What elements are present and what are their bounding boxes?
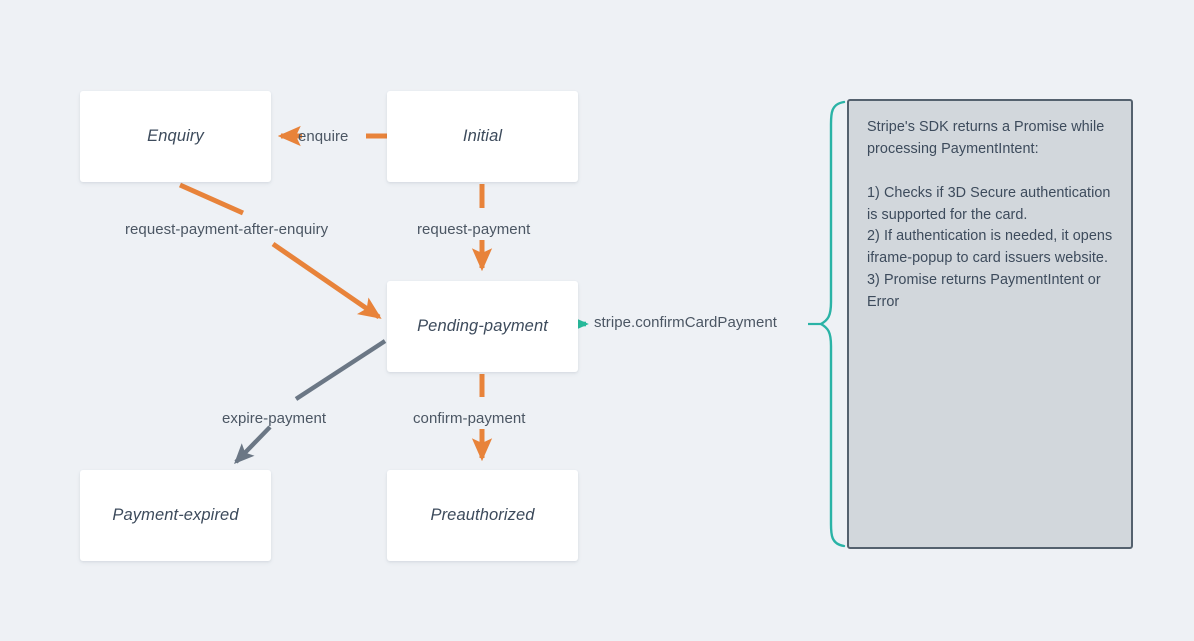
note-bracket [819, 100, 846, 548]
state-label-enquiry: Enquiry [147, 127, 204, 145]
state-label-payment-expired: Payment-expired [112, 506, 239, 524]
edge-label-stripe-confirm-card-payment: stripe.confirmCardPayment [594, 314, 777, 331]
state-node-initial[interactable]: Initial [387, 91, 578, 182]
edge-label-enquire: enquire [298, 128, 349, 145]
edge-label-expire-payment: expire-payment [222, 410, 327, 427]
state-label-initial: Initial [462, 127, 503, 145]
edge-label-confirm-payment: confirm-payment [413, 410, 526, 427]
state-node-pending-payment[interactable]: Pending-payment [387, 281, 578, 372]
state-label-preauthorized: Preauthorized [430, 506, 535, 524]
state-node-preauthorized[interactable]: Preauthorized [387, 470, 578, 561]
note-stripe-sdk: Stripe's SDK returns a Promise while pro… [847, 99, 1133, 549]
edge-label-request-payment-after-enquiry: request-payment-after-enquiry [125, 221, 329, 238]
note-text: Stripe's SDK returns a Promise while pro… [867, 119, 1113, 311]
edge-expire-payment [234, 339, 387, 465]
edge-label-request-payment: request-payment [417, 221, 531, 238]
state-node-payment-expired[interactable]: Payment-expired [80, 470, 271, 561]
edge-request-payment-after-enquiry [178, 182, 382, 320]
state-label-pending-payment: Pending-payment [417, 317, 548, 335]
state-node-enquiry[interactable]: Enquiry [80, 91, 271, 182]
